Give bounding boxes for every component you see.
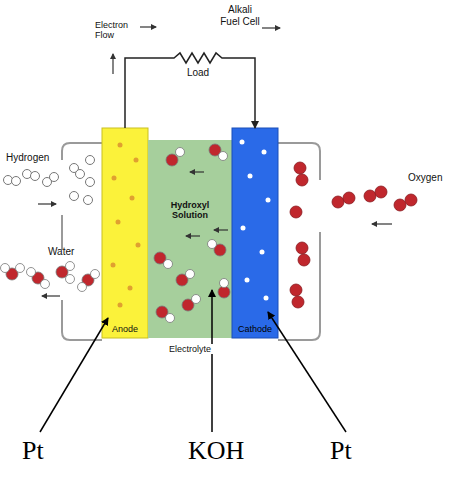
node-label: Electrolyte	[167, 344, 213, 354]
gas-label: Oxygen	[408, 172, 442, 184]
diagram-title: Alkali Fuel Cell	[217, 4, 263, 27]
material-label: KOH	[188, 436, 244, 466]
circuit-wire	[125, 53, 255, 128]
material-label: Pt	[22, 436, 44, 466]
load-label: Load	[185, 67, 211, 79]
water-molecules	[1, 262, 100, 292]
cathode-plate	[232, 128, 278, 338]
oxygen-molecules	[290, 162, 417, 308]
housing-left	[62, 143, 102, 340]
anode-plate	[102, 128, 148, 338]
hydroxyl-ions	[154, 144, 230, 323]
material-label: Pt	[330, 436, 352, 466]
electrode-plate: Anode	[102, 128, 148, 338]
electrode-plate: Cathode	[232, 128, 278, 338]
cathode-bubbles	[240, 140, 271, 301]
product-label: Water	[48, 246, 74, 258]
solution-label: Hydroxyl Solution	[160, 200, 220, 221]
node-label: Cathode	[238, 324, 272, 334]
electrolyte-fill	[148, 140, 232, 338]
flow-label: Electron Flow	[95, 20, 140, 41]
housing-right	[278, 143, 320, 340]
anode-bubbles	[111, 143, 141, 308]
material-leaders	[40, 290, 346, 432]
hydrogen-inflow-arrow	[38, 203, 56, 204]
gas-label: Hydrogen	[6, 152, 49, 164]
electrolyte-region: Hydroxyl SolutionElectrolyte	[148, 140, 232, 338]
water-outflow-arrow	[42, 295, 60, 296]
node-label: Anode	[112, 324, 138, 334]
oxygen-inflow-arrow	[372, 223, 392, 224]
